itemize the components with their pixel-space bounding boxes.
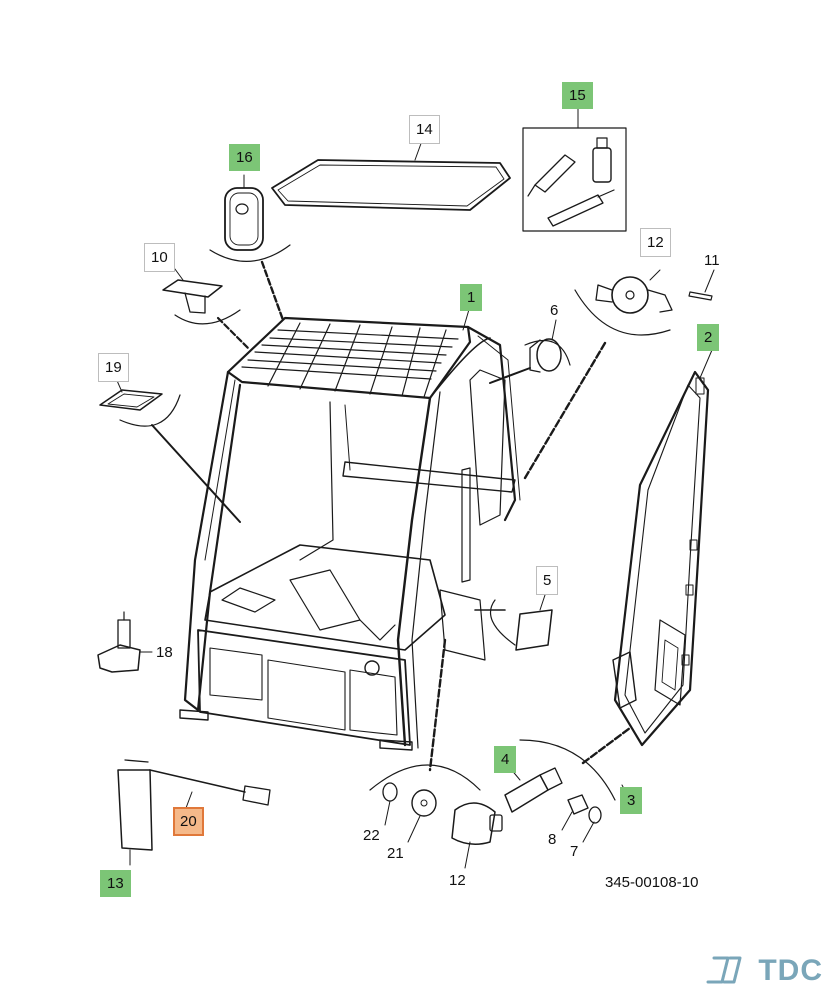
callout-2: 2 — [697, 324, 720, 351]
callout-14: 14 — [409, 115, 440, 144]
reference-code: 345-00108-10 — [605, 874, 699, 891]
cab-frame-part — [179, 305, 521, 751]
callout-4: 4 — [494, 746, 517, 773]
callout-5: 5 — [536, 566, 559, 595]
door-lock-hardware-part — [504, 726, 632, 843]
hinge-part — [523, 269, 715, 480]
watermark: TDC — [758, 954, 823, 988]
callout-12-lower: 12 — [449, 872, 466, 889]
callout-21: 21 — [387, 845, 404, 862]
seal-part — [474, 591, 553, 651]
cable-part — [117, 759, 271, 866]
callout-10: 10 — [144, 243, 175, 272]
mirror-part — [209, 174, 291, 322]
callout-18: 18 — [156, 644, 173, 661]
callout-6: 6 — [550, 302, 559, 319]
pad-part — [99, 375, 241, 523]
tdc-logo-icon — [706, 956, 742, 984]
callout-8: 8 — [548, 831, 557, 848]
hinge-hardware-part — [369, 638, 503, 869]
callout-22: 22 — [363, 827, 380, 844]
callout-20: 20 — [173, 807, 204, 836]
door-part — [612, 349, 713, 747]
callout-1: 1 — [460, 284, 483, 311]
bumper-part — [489, 319, 571, 384]
latch-part — [97, 611, 153, 673]
callout-12-upper: 12 — [640, 228, 671, 257]
roof-panel-part — [271, 137, 511, 211]
callout-7: 7 — [570, 843, 579, 860]
adhesive-kit-part — [522, 107, 627, 232]
bracket-part — [162, 264, 250, 350]
callout-16: 16 — [229, 144, 260, 171]
callout-3: 3 — [620, 787, 643, 814]
callout-13: 13 — [100, 870, 131, 897]
callout-19: 19 — [98, 353, 129, 382]
watermark-text: TDC — [758, 954, 823, 987]
callout-11: 11 — [704, 252, 720, 269]
callout-15: 15 — [562, 82, 593, 109]
